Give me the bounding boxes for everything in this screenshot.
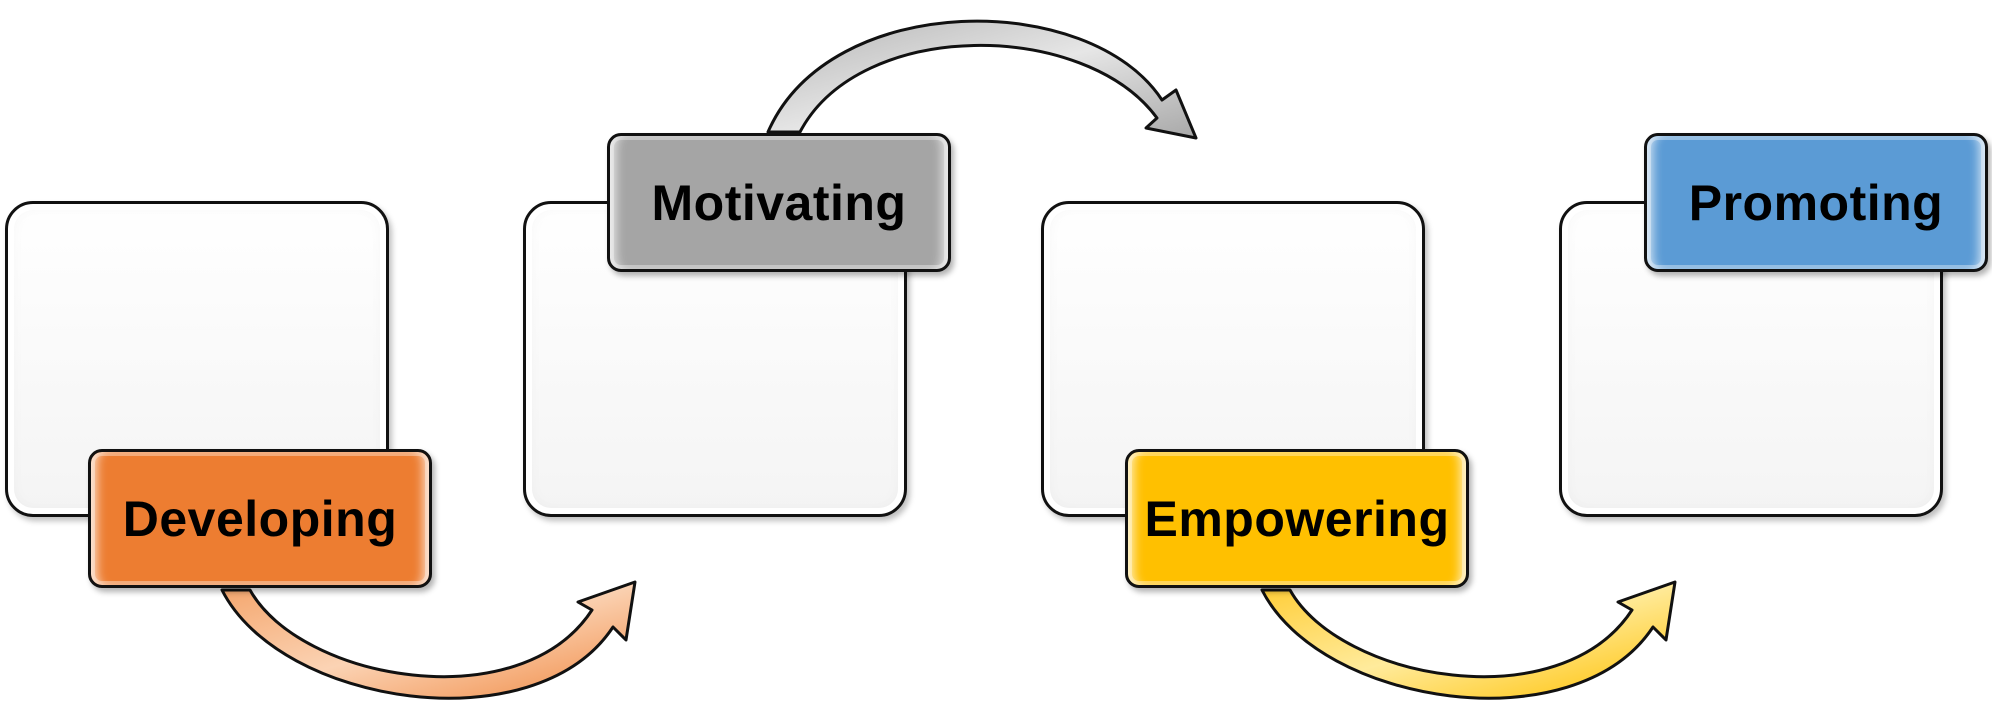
step-label-developing: Developing [88,449,432,588]
arrow-empowering-to-promoting [1260,580,1677,700]
step-label-promoting: Promoting [1644,133,1988,272]
step-label-text: Empowering [1144,490,1450,547]
step-label-text: Motivating [651,174,907,231]
arrow-developing-to-motivating [220,580,637,700]
arrow-motivating-to-empowering [766,19,1198,140]
step-label-text: Promoting [1688,174,1944,231]
step-label-text: Developing [122,490,398,547]
step-label-empowering: Empowering [1125,449,1469,588]
step-label-motivating: Motivating [607,133,951,272]
